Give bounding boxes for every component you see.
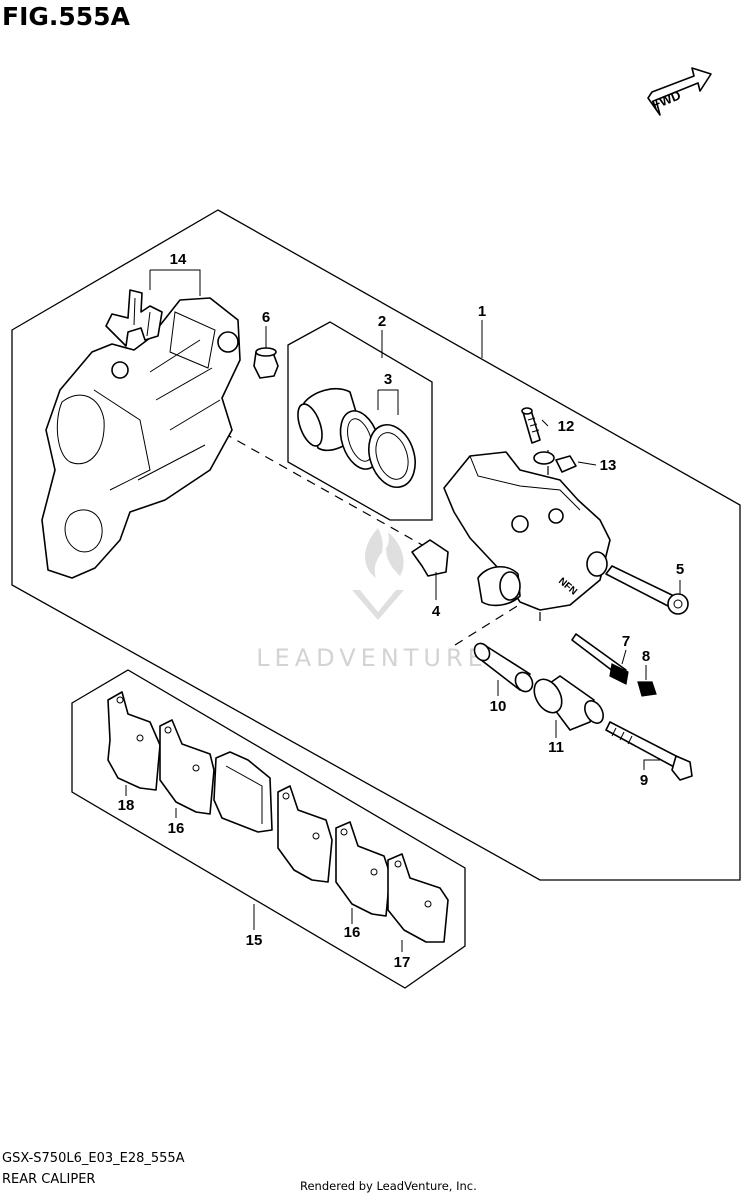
brake-pad-18: [107, 691, 161, 791]
piston-seal-box: [287, 321, 433, 521]
pad-pin: [571, 633, 629, 685]
bleeder-cap: [253, 347, 279, 379]
forward-direction-arrow: FWD: [647, 67, 712, 116]
leader-lines: [125, 269, 681, 952]
caliper-assembly-box: [11, 209, 741, 881]
callout-9: 9: [640, 772, 648, 789]
callout-1: 1: [478, 303, 486, 320]
piston-seals: [339, 410, 416, 488]
brake-pad-17: [387, 853, 449, 943]
brake-pad-right-1: [277, 785, 333, 883]
brake-pad-center: [213, 751, 273, 833]
callout-13: 13: [600, 457, 617, 474]
bleeder-screw: [521, 407, 541, 444]
callout-14: 14: [170, 251, 187, 268]
brake-pad-16-right: [335, 821, 391, 917]
callout-2: 2: [378, 313, 386, 330]
callout-3: 3: [384, 371, 392, 388]
callout-6: 6: [262, 309, 270, 326]
callout-17: 17: [394, 954, 411, 971]
union-bolt: [533, 451, 577, 473]
callout-4: 4: [432, 603, 441, 620]
callout-16-right: 16: [344, 924, 361, 941]
caliper-bracket: [41, 297, 241, 579]
leadventure-watermark: LEADVENTURE: [256, 528, 488, 672]
callout-11: 11: [548, 739, 564, 756]
brake-pad-16-left: [159, 719, 215, 815]
pad-set-box: [71, 669, 466, 989]
pad-pin-plug: [637, 681, 657, 697]
slide-pin: [605, 565, 689, 615]
sleeve: [473, 642, 534, 693]
pin-boot: [533, 675, 604, 731]
section-name: REAR CALIPER: [2, 1172, 95, 1187]
watermark-text: LEADVENTURE: [256, 644, 488, 672]
rendered-by: Rendered by LeadVenture, Inc.: [300, 1179, 477, 1193]
caliper-body: NFN: [443, 451, 611, 611]
callout-8: 8: [642, 648, 650, 665]
model-code: GSX-S750L6_E03_E28_555A: [2, 1151, 185, 1166]
pad-retainer-clip: [411, 539, 449, 577]
callout-15: 15: [246, 932, 263, 949]
pad-spring-clip: [105, 289, 163, 347]
callout-12: 12: [558, 418, 575, 435]
callout-10: 10: [490, 698, 507, 715]
callout-16-left: 16: [168, 820, 185, 837]
callout-18: 18: [118, 797, 135, 814]
slide-boot: [477, 566, 521, 607]
figure-title: FIG.555A: [2, 2, 131, 31]
caliper-bolt: [605, 721, 693, 781]
callout-5: 5: [676, 561, 684, 578]
callout-7: 7: [622, 633, 630, 650]
